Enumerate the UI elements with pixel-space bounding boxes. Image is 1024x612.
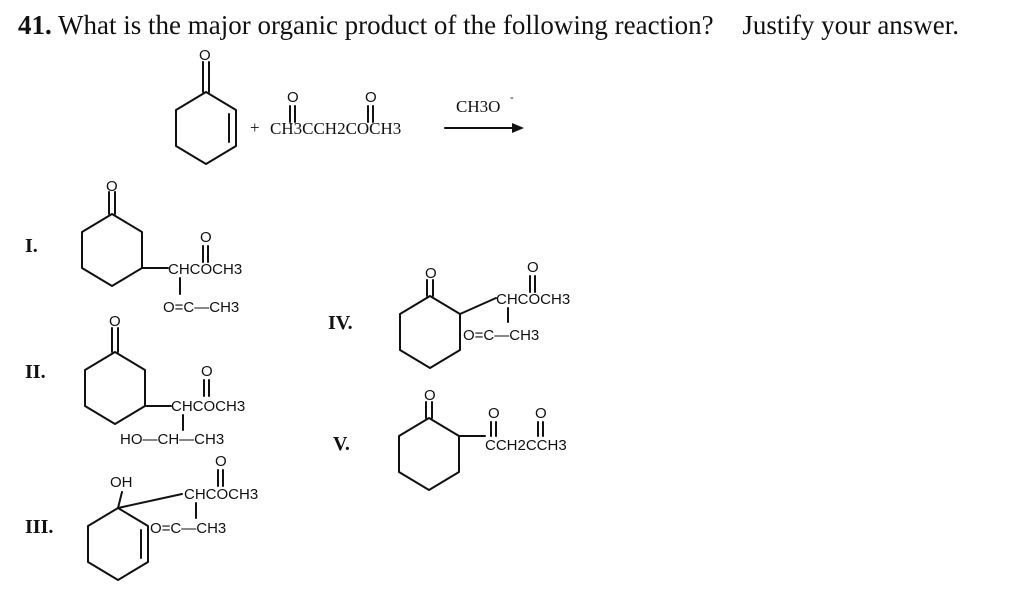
svg-text:O: O: [201, 363, 213, 380]
cyclohexenone-reactant: O: [175, 47, 237, 165]
svg-text:O: O: [424, 387, 436, 404]
catalyst-label: CH3O: [456, 97, 500, 116]
choice-I: I. O O CHCOCH3 O=C—CH3: [25, 178, 242, 316]
svg-text:O: O: [527, 259, 539, 276]
choice-label: IV.: [328, 312, 353, 334]
bottom-group: O=C—CH3: [163, 299, 239, 316]
question-instruction: Justify your answer.: [742, 10, 960, 40]
svg-text:O: O: [106, 178, 118, 195]
svg-text:O: O: [488, 405, 500, 422]
choice-label: I.: [25, 235, 38, 257]
choice-IV: IV. O O CHCOCH3 O=C—CH3: [328, 259, 570, 369]
top-group: CHCOCH3: [184, 486, 258, 503]
choice-V: V. O O O CCH2CCH3: [333, 387, 567, 491]
choice-II: II. O O CHCOCH3 HO—CH—CH3: [25, 313, 245, 448]
bottom-group: O=C—CH3: [463, 327, 539, 344]
plus-sign: +: [250, 118, 260, 137]
top-group: CHCOCH3: [171, 398, 245, 415]
choice-label: III.: [25, 516, 53, 538]
bottom-group: HO—CH—CH3: [120, 431, 224, 448]
chain-group: CCH2CCH3: [485, 437, 567, 454]
methyl-acetoacetate-reagent: O O CH3CCH2COCH3: [270, 89, 401, 138]
svg-text:O: O: [215, 453, 227, 470]
choice-label: II.: [25, 361, 46, 383]
top-group: CHCOCH3: [496, 291, 570, 308]
carbonyl-oxygen: O: [199, 47, 211, 64]
reagent-oxygen-1: O: [287, 89, 299, 106]
question-prompt: What is the major organic product of the…: [58, 10, 714, 40]
svg-text:O: O: [535, 405, 547, 422]
svg-text:O: O: [109, 313, 121, 330]
question-text: 41. What is the major organic product of…: [18, 10, 959, 41]
question-number: 41.: [18, 10, 52, 40]
choice-label: V.: [333, 433, 350, 455]
hydroxyl-group: OH: [110, 474, 133, 491]
svg-text:O: O: [425, 265, 437, 282]
top-group: CHCOCH3: [168, 261, 242, 278]
reagent-formula: CH3CCH2COCH3: [270, 119, 401, 138]
choice-III: III. OH O CHCOCH3 O=C—CH3: [25, 453, 258, 581]
svg-text:O: O: [200, 229, 212, 246]
bottom-group: O=C—CH3: [150, 520, 226, 537]
reaction-arrow-with-catalyst: CH3O -: [444, 92, 524, 133]
reagent-oxygen-2: O: [365, 89, 377, 106]
catalyst-charge: -: [510, 92, 514, 104]
